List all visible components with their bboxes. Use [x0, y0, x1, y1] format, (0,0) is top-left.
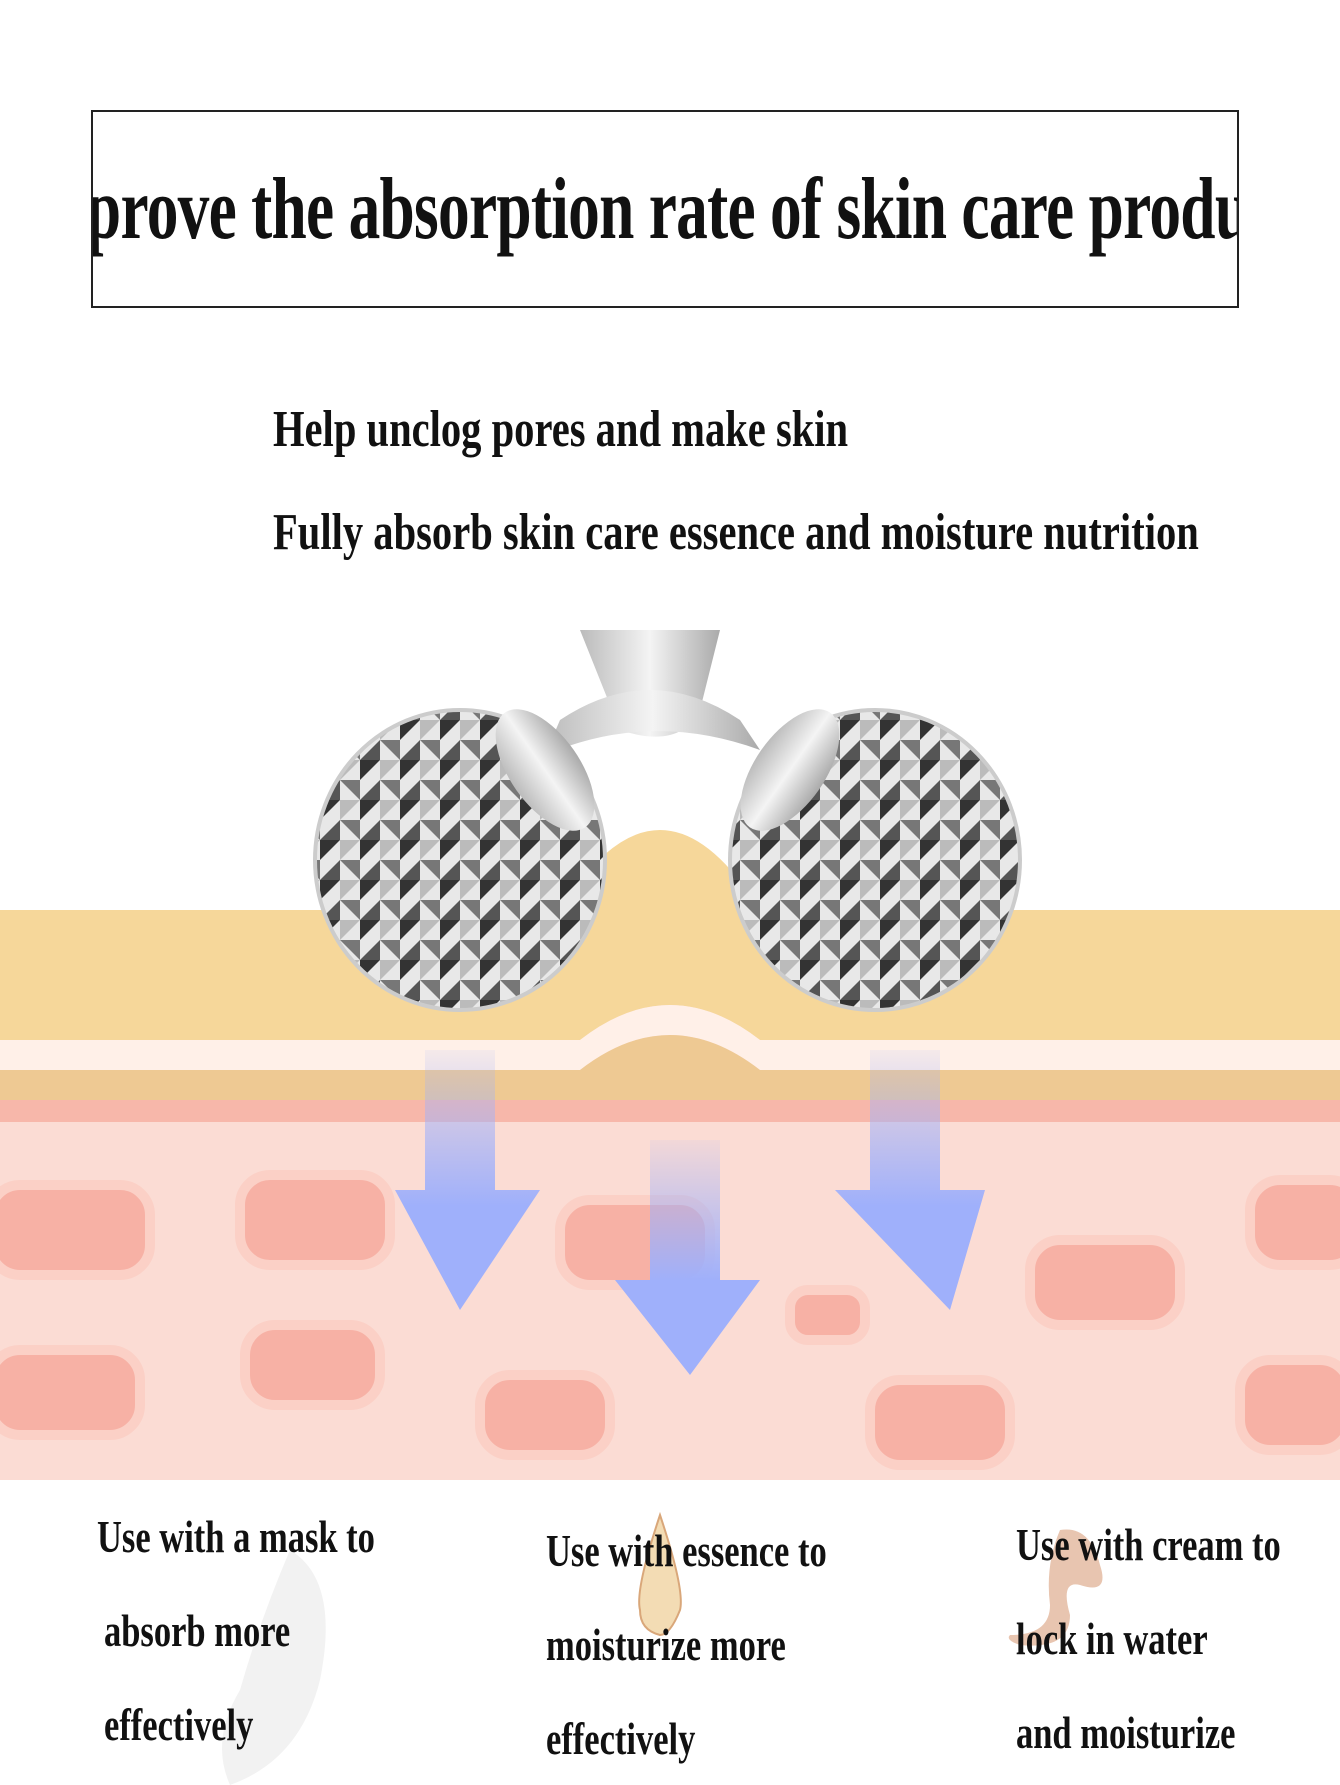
usage-cream-line-1: Use with cream to [1016, 1519, 1281, 1570]
page-title: Improve the absorption rate of skin care… [93, 160, 1237, 258]
subtitle-1: Help unclog pores and make skin [273, 401, 849, 458]
usage-essence-line-2: moisturize more [546, 1619, 786, 1670]
cream-swirl-icon [1008, 1529, 1103, 1646]
arrow-down-icon [615, 1140, 760, 1375]
facial-roller [313, 630, 1022, 1012]
title-box: Improve the absorption rate of skin care… [91, 110, 1239, 308]
face-mask-icon [222, 1550, 326, 1785]
usage-essence-line-3: effectively [546, 1713, 696, 1764]
usage-cream-line-3: and moisturize [1016, 1707, 1236, 1758]
usage-cream-line-2: lock in water [1016, 1613, 1208, 1664]
arrow-down-icon [835, 1050, 985, 1310]
essence-drop-icon [638, 1511, 682, 1637]
arrow-down-icon [395, 1050, 540, 1310]
skin-layers [0, 830, 1340, 1480]
usage-essence-line-1: Use with essence to [546, 1525, 827, 1576]
usage-mask-line-1: Use with a mask to [97, 1511, 375, 1562]
subtitle-2: Fully absorb skin care essence and moist… [273, 504, 1199, 561]
skin-roller-illustration [0, 630, 1340, 1480]
absorption-arrows [395, 1050, 985, 1375]
usage-mask-line-3: effectively [104, 1699, 254, 1750]
usage-mask-line-2: absorb more [104, 1605, 291, 1656]
